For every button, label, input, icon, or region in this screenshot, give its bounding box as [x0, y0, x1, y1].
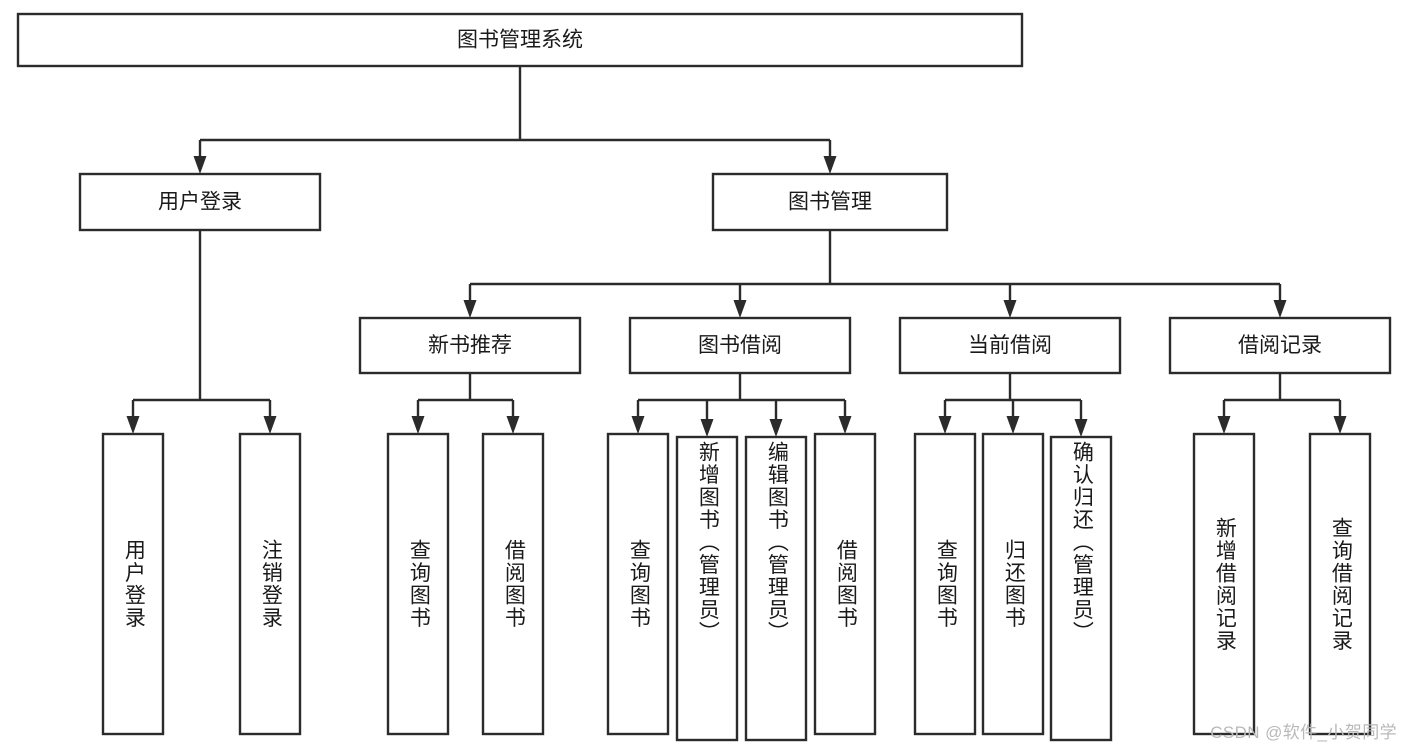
arrow-head-icon: [411, 416, 425, 434]
arrow-head-icon: [463, 300, 477, 318]
node-label-root: 图书管理系统: [457, 29, 583, 52]
node-box-new-book-rec[interactable]: [358, 316, 582, 375]
node-box-leaf-query-book-3[interactable]: [913, 432, 977, 736]
arrow-head-icon: [938, 416, 952, 434]
arrow-head-icon: [1273, 300, 1287, 318]
node-box-root[interactable]: [16, 12, 1024, 68]
arrow-head-icon: [769, 419, 783, 437]
node-box-layer: [16, 12, 1392, 742]
arrow-head-icon: [1074, 419, 1088, 437]
arrow-head-icon: [700, 419, 714, 437]
node-box-leaf-borrow-book-2[interactable]: [813, 432, 877, 736]
connector-layer: [126, 66, 1347, 437]
node-label-borrow-record: 借阅记录: [1238, 334, 1322, 357]
node-label-current-borrow: 当前借阅: [968, 334, 1052, 357]
node-box-leaf-query-book-2[interactable]: [606, 432, 670, 736]
node-box-leaf-add-book-admin[interactable]: [675, 435, 739, 742]
arrow-head-icon: [1217, 416, 1231, 434]
node-box-leaf-query-book-1[interactable]: [386, 432, 450, 736]
node-box-leaf-add-record[interactable]: [1192, 432, 1256, 736]
arrow-head-icon: [193, 156, 207, 174]
watermark-text: CSDN @软件_小贺同学: [1210, 723, 1397, 742]
node-box-book-borrow[interactable]: [628, 316, 852, 375]
arrow-head-icon: [823, 156, 837, 174]
node-label-book-manage: 图书管理: [788, 191, 872, 214]
node-box-leaf-borrow-book-1[interactable]: [481, 432, 545, 736]
arrow-head-icon: [263, 416, 277, 434]
arrow-head-icon: [733, 300, 747, 318]
node-label-new-book-rec: 新书推荐: [428, 334, 512, 357]
arrow-head-icon: [1006, 416, 1020, 434]
node-box-leaf-logout[interactable]: [238, 432, 302, 736]
node-box-current-borrow[interactable]: [898, 316, 1122, 375]
node-box-borrow-record[interactable]: [1168, 316, 1392, 375]
arrow-head-icon: [126, 416, 140, 434]
node-box-leaf-query-record[interactable]: [1308, 432, 1372, 736]
node-label-book-borrow: 图书借阅: [698, 334, 782, 357]
arrow-head-icon: [631, 416, 645, 434]
node-box-book-manage[interactable]: [711, 172, 949, 232]
arrow-head-icon: [506, 416, 520, 434]
node-box-leaf-user-login[interactable]: [101, 432, 165, 736]
node-label-user-login: 用户登录: [158, 191, 242, 214]
node-box-user-login[interactable]: [78, 172, 322, 232]
node-box-leaf-return-book[interactable]: [981, 432, 1045, 736]
node-box-leaf-confirm-return-admin[interactable]: [1049, 435, 1113, 742]
arrow-head-icon: [838, 416, 852, 434]
arrow-head-icon: [1333, 416, 1347, 434]
arrow-head-icon: [1003, 300, 1017, 318]
node-box-leaf-edit-book-admin[interactable]: [744, 435, 808, 742]
